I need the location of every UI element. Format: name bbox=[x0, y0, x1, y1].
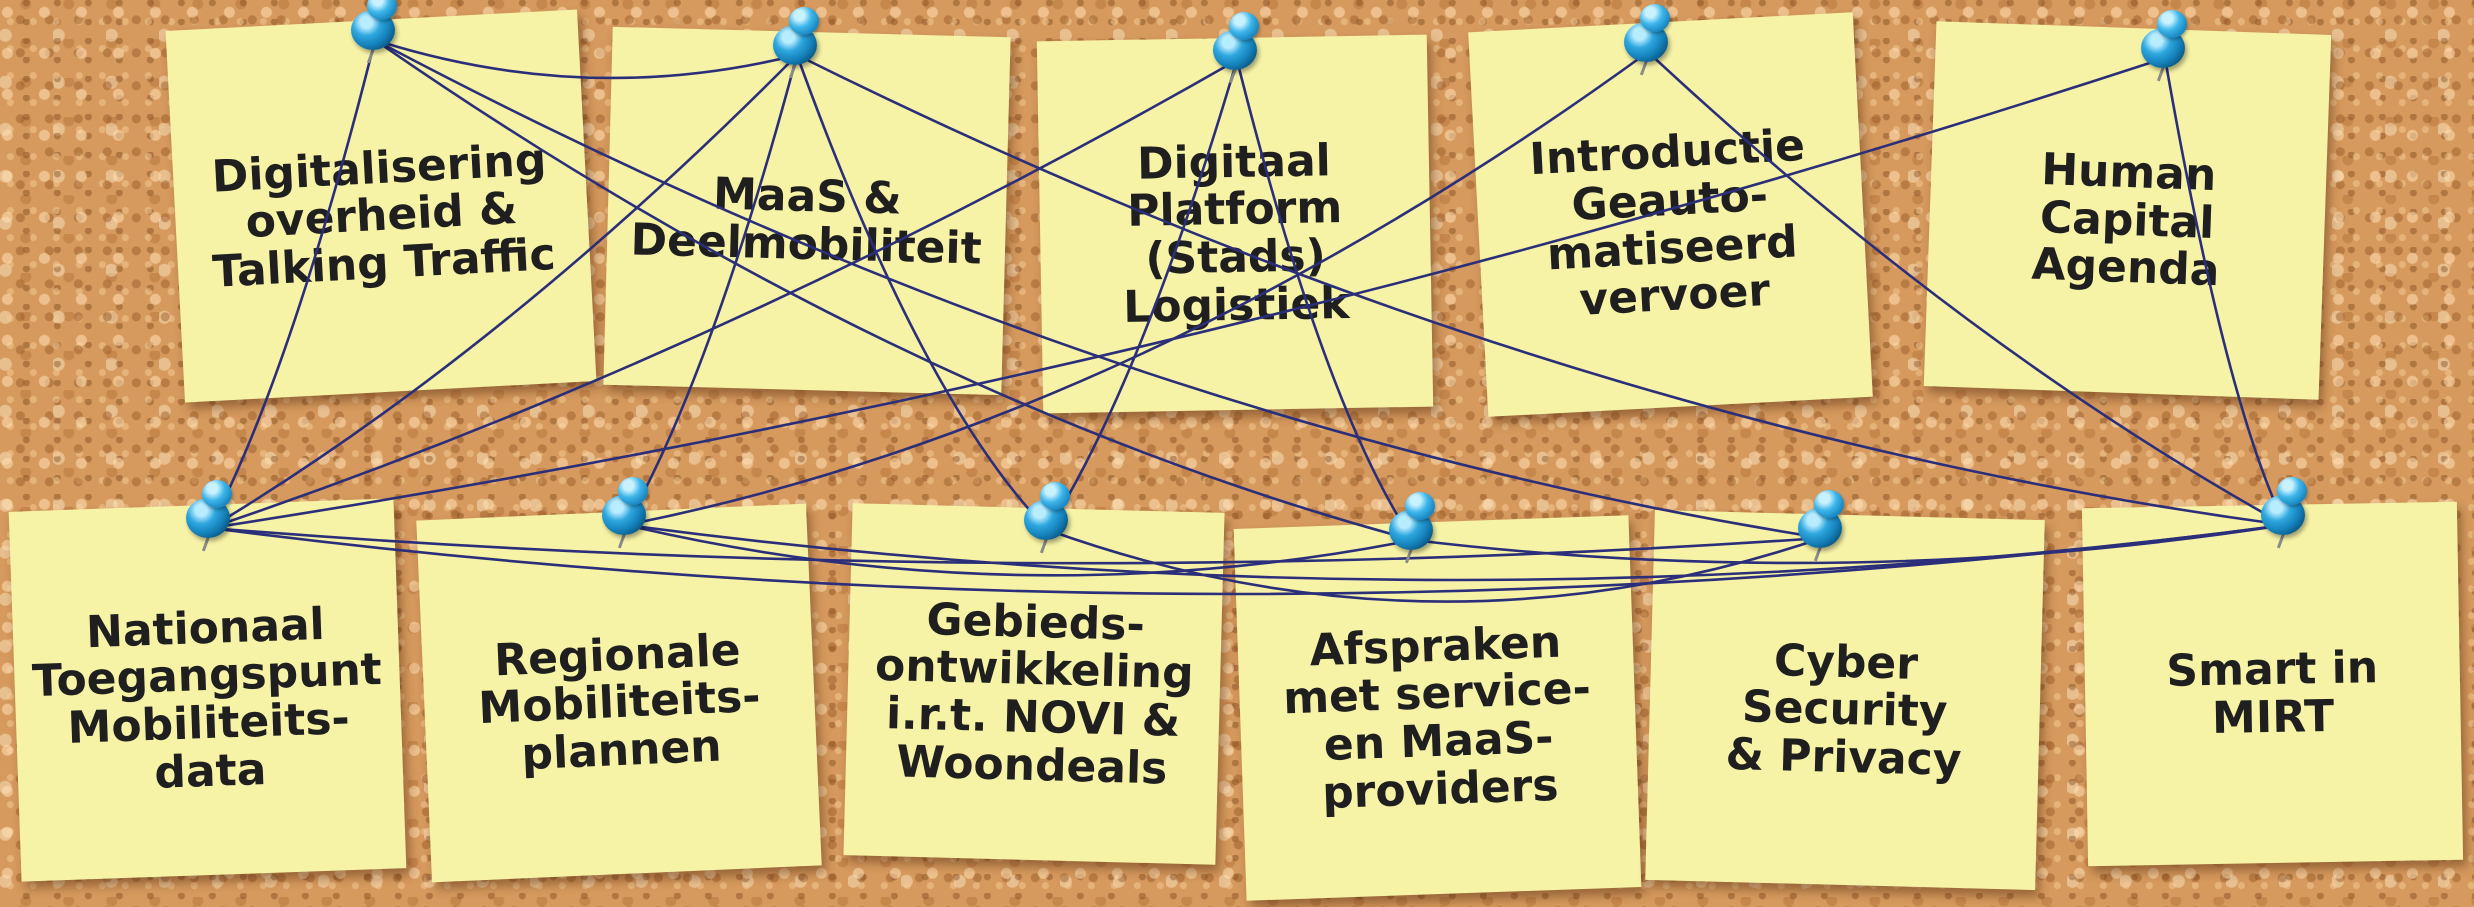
note-platform: Digitaal Platform (Stads) Logistiek bbox=[1036, 34, 1434, 414]
note-label: Digitaal Platform (Stads) Logistiek bbox=[1122, 135, 1350, 333]
note-introductie: Introductie Geauto- matiseerd vervoer bbox=[1468, 12, 1873, 417]
note-digitalisering: Digitalisering overheid & Talking Traffi… bbox=[165, 9, 597, 403]
note-nationaal: Nationaal Toegangspunt Mobiliteits- data bbox=[8, 498, 407, 882]
note-label: Smart in MIRT bbox=[2165, 642, 2379, 745]
note-label: Afspraken met service- en MaaS- provider… bbox=[1282, 616, 1592, 819]
note-smart: Smart in MIRT bbox=[2081, 501, 2464, 867]
note-afspraken: Afspraken met service- en MaaS- provider… bbox=[1233, 515, 1642, 901]
note-label: MaaS & Deelmobiliteit bbox=[629, 169, 983, 275]
note-maas: MaaS & Deelmobiliteit bbox=[603, 26, 1011, 396]
note-label: Regionale Mobiliteits- plannen bbox=[477, 624, 762, 781]
note-label: Digitalisering overheid & Talking Traffi… bbox=[210, 134, 557, 298]
note-label: Nationaal Toegangspunt Mobiliteits- data bbox=[31, 598, 383, 799]
note-human: Human Capital Agenda bbox=[1923, 21, 2332, 400]
note-label: Human Capital Agenda bbox=[2030, 144, 2221, 297]
note-label: Cyber Security & Privacy bbox=[1724, 634, 1963, 786]
note-gebieds: Gebieds- ontwikkeling i.r.t. NOVI & Woon… bbox=[843, 503, 1225, 865]
note-label: Gebieds- ontwikkeling i.r.t. NOVI & Woon… bbox=[874, 594, 1195, 795]
note-label: Introductie Geauto- matiseerd vervoer bbox=[1528, 120, 1807, 326]
note-regionale: Regionale Mobiliteits- plannen bbox=[416, 503, 822, 883]
note-cyber: Cyber Security & Privacy bbox=[1645, 509, 2045, 891]
